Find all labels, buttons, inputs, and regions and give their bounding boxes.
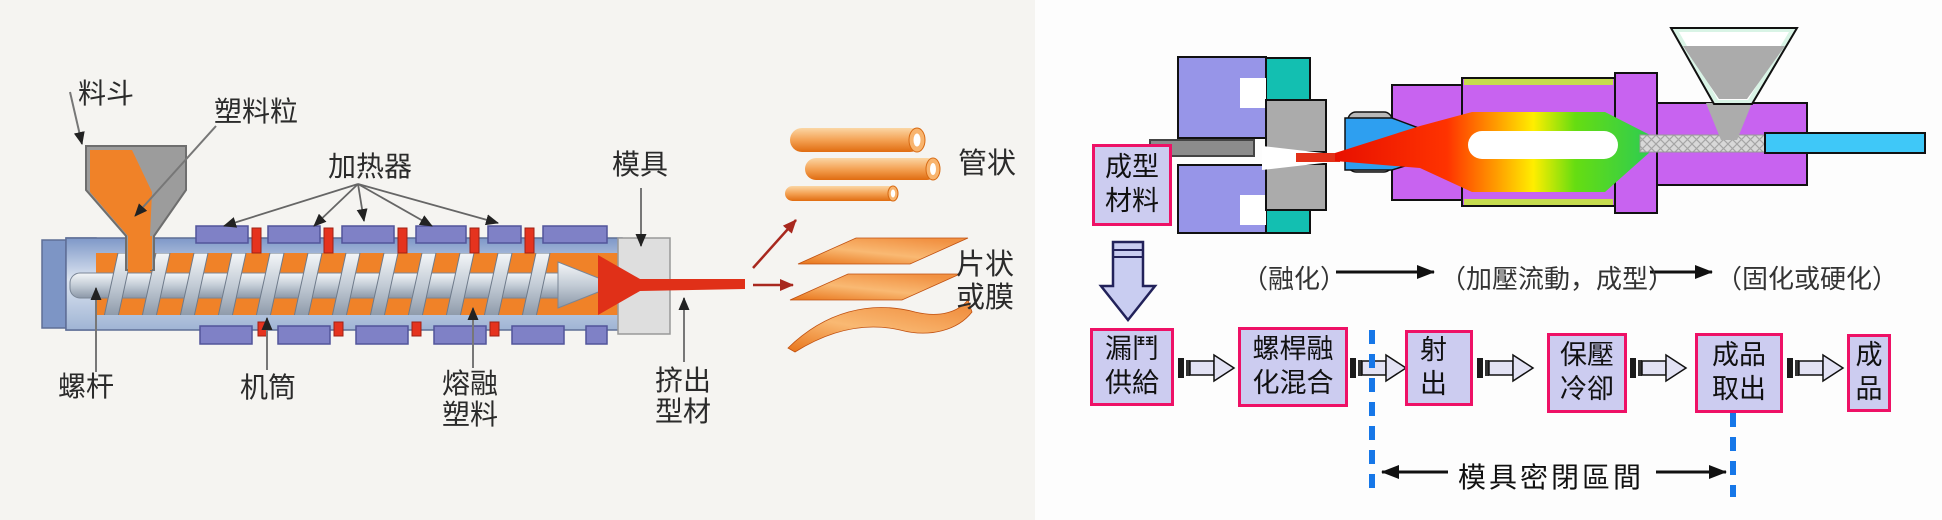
injection-barrel — [1296, 27, 1926, 214]
flow-step-melt-mix: 螺桿融 化混合 — [1238, 327, 1348, 407]
heater-bands — [195, 225, 608, 345]
sheet-shape-label: 片状 或膜 — [956, 247, 1015, 314]
flow-step-inject: 射 出 — [1405, 330, 1473, 406]
die — [598, 237, 745, 335]
machine-hopper — [1669, 27, 1799, 105]
sprue-melt — [1296, 153, 1340, 162]
barrel-label: 机筒 — [240, 371, 297, 404]
tube-shape-label: 管状 — [958, 146, 1017, 180]
extrudate-label: 挤出 型材 — [655, 364, 712, 428]
pellets-label: 塑料粒 — [214, 95, 299, 128]
screw-label: 螺杆 — [58, 370, 115, 403]
phase-melt: （融化） — [1242, 265, 1347, 295]
mold-assembly — [1149, 56, 1332, 234]
flow-step-product: 成 品 — [1847, 334, 1891, 412]
die-melt-channel — [598, 255, 745, 315]
die-label: 模具 — [612, 148, 669, 181]
output-arrows — [752, 219, 797, 291]
flow-step-feed: 漏鬥 供給 — [1090, 328, 1174, 406]
pellet-feed — [1706, 103, 1752, 140]
hopper-label: 料斗 — [78, 77, 135, 110]
extruder-diagram — [0, 0, 1035, 520]
screw-rod — [1764, 132, 1926, 154]
mold-interval-label: 模具密閉區間 — [1458, 461, 1645, 494]
melt-label: 熔融 塑料 — [442, 367, 499, 431]
material-box: 成型 材料 — [1092, 144, 1172, 226]
screw-shank — [1639, 134, 1767, 153]
flow-step-eject: 成品 取出 — [1695, 333, 1783, 413]
mold-interval-markers — [1369, 330, 1736, 497]
down-arrow — [1098, 240, 1158, 323]
sheet-products — [787, 237, 973, 353]
phase-pressure: （加壓流動，成型） — [1440, 265, 1675, 295]
extruder-screw — [69, 253, 618, 315]
screw-core — [1468, 131, 1618, 159]
flow-step-hold-cool: 保壓 冷卻 — [1547, 333, 1627, 413]
label-pointers — [69, 91, 690, 372]
tube-products — [785, 127, 941, 202]
phase-solidify: （固化或硬化） — [1716, 265, 1899, 295]
injection-molding-diagram — [1098, 27, 1926, 497]
heater-label: 加热器 — [328, 150, 413, 183]
